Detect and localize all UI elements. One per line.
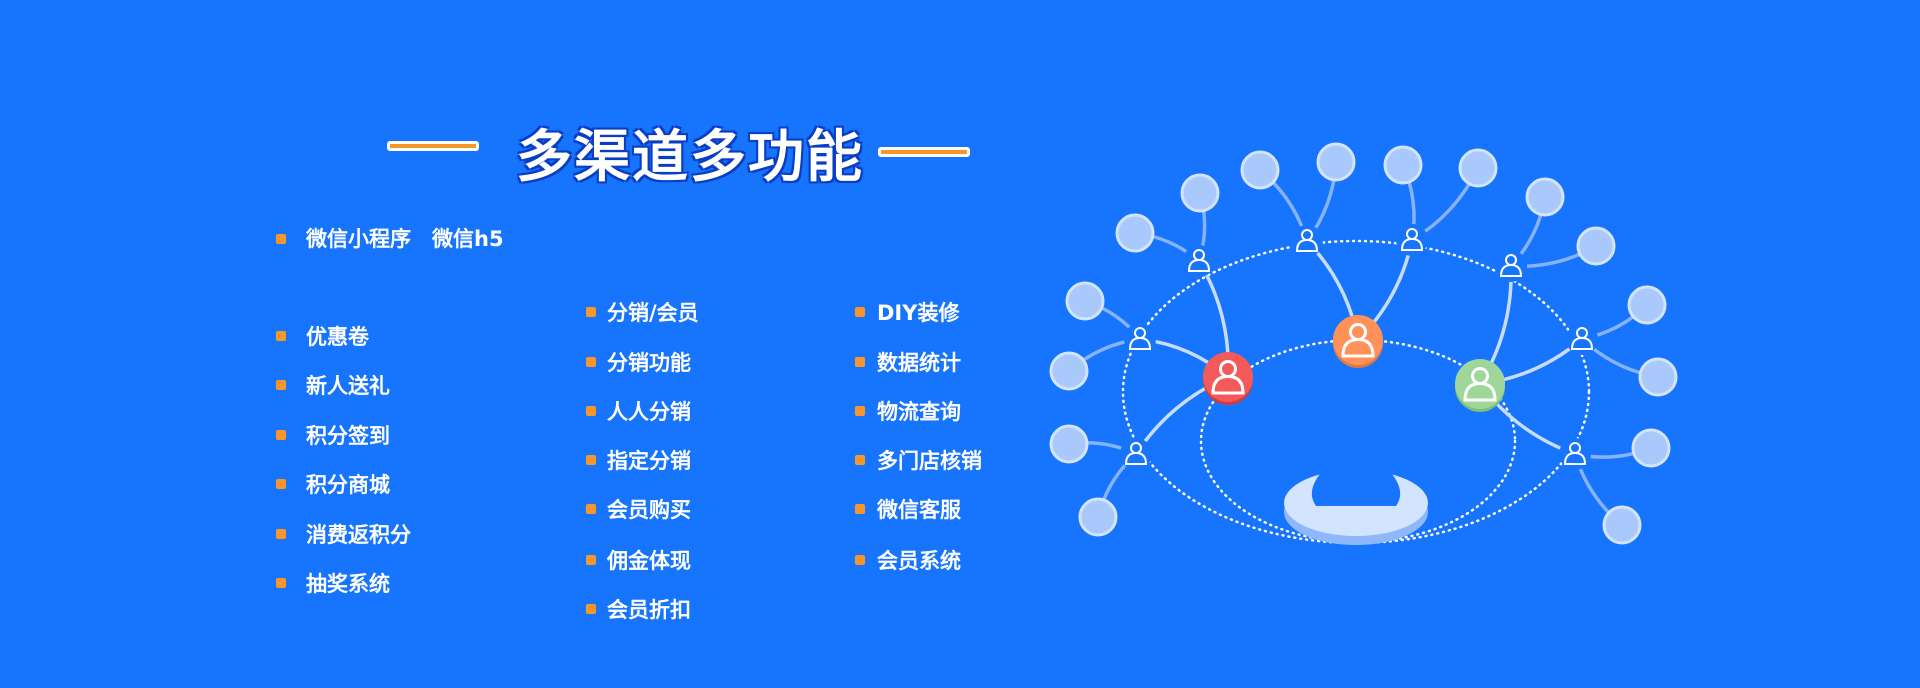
user-icon-body	[1187, 258, 1211, 272]
user-icon	[1563, 442, 1587, 465]
bullet	[855, 406, 865, 416]
feature-item: 分销功能	[607, 351, 691, 375]
feature-item: 会员系统	[877, 549, 961, 573]
user-icon	[1187, 249, 1211, 272]
user-icon	[1499, 254, 1523, 277]
feature-item: 分销/会员	[607, 301, 699, 325]
bullet	[586, 604, 596, 614]
bullet	[586, 307, 596, 317]
channels-text: 微信小程序 微信h5	[306, 227, 504, 251]
bullet	[855, 455, 865, 465]
user-icon-body	[1463, 381, 1497, 402]
outer-node	[1065, 281, 1105, 321]
user-icon	[1295, 229, 1319, 252]
bullet	[586, 555, 596, 565]
bullet	[276, 234, 286, 244]
outer-node	[1049, 351, 1089, 391]
bullet	[276, 331, 286, 341]
user-icon-body	[1400, 237, 1424, 251]
bullet	[276, 380, 286, 390]
outer-node	[1078, 497, 1118, 537]
user-icon	[1463, 367, 1497, 402]
feature-item: 佣金体现	[607, 549, 691, 573]
feature-item: 优惠卷	[306, 325, 369, 349]
outer-node	[1638, 357, 1678, 397]
bullet	[276, 479, 286, 489]
feature-item: 积分商城	[306, 473, 390, 497]
feature-item: 会员折扣	[607, 598, 691, 622]
feature-item: 积分签到	[306, 424, 390, 448]
feature-item: 指定分销	[607, 449, 691, 473]
feature-item: DIY装修	[877, 301, 960, 325]
outer-node	[1627, 285, 1667, 325]
feature-item: 抽奖系统	[306, 572, 390, 596]
outer-node	[1576, 226, 1616, 266]
feature-item: 数据统计	[877, 351, 961, 375]
user-icon-body	[1499, 263, 1523, 277]
feature-item: 消费返积分	[306, 523, 411, 547]
outer-node	[1602, 505, 1642, 545]
bullet	[855, 555, 865, 565]
outer-node	[1240, 150, 1280, 190]
user-icon	[1570, 327, 1594, 350]
bullet	[276, 578, 286, 588]
bullet	[855, 307, 865, 317]
bullet	[586, 357, 596, 367]
user-icon-body	[1341, 337, 1375, 358]
user-icon-body	[1570, 336, 1594, 350]
bullet	[276, 529, 286, 539]
outer-node	[1316, 142, 1356, 182]
title-decoration-right	[878, 147, 970, 157]
bullet	[586, 406, 596, 416]
outer-node	[1180, 173, 1220, 213]
user-icon	[1400, 228, 1424, 251]
user-icon-body	[1128, 336, 1152, 350]
page-title: 多渠道多功能	[516, 125, 864, 190]
bullet	[586, 455, 596, 465]
feature-item: 多门店核销	[877, 449, 982, 473]
bullet	[276, 430, 286, 440]
user-icon-body	[1563, 451, 1587, 465]
outer-node	[1525, 177, 1565, 217]
user-icon-body	[1295, 238, 1319, 252]
outer-node	[1631, 428, 1671, 468]
outer-node	[1458, 148, 1498, 188]
title-decoration-left	[387, 141, 479, 151]
outer-node	[1115, 213, 1155, 253]
user-icon-body	[1124, 451, 1148, 465]
user-icon-body	[1211, 374, 1245, 395]
feature-item: 新人送礼	[306, 374, 390, 398]
platform-notch	[1311, 468, 1401, 506]
user-icon	[1341, 323, 1375, 358]
user-icon	[1124, 442, 1148, 465]
feature-item: 人人分销	[607, 400, 691, 424]
feature-item: 微信客服	[877, 498, 961, 522]
feature-item: 会员购买	[607, 498, 691, 522]
outer-node	[1383, 145, 1423, 185]
bullet	[855, 357, 865, 367]
bullet	[855, 504, 865, 514]
bullet	[586, 504, 596, 514]
outer-node	[1049, 424, 1089, 464]
feature-item: 物流查询	[877, 400, 961, 424]
user-icon	[1128, 327, 1152, 350]
user-icon	[1211, 360, 1245, 395]
